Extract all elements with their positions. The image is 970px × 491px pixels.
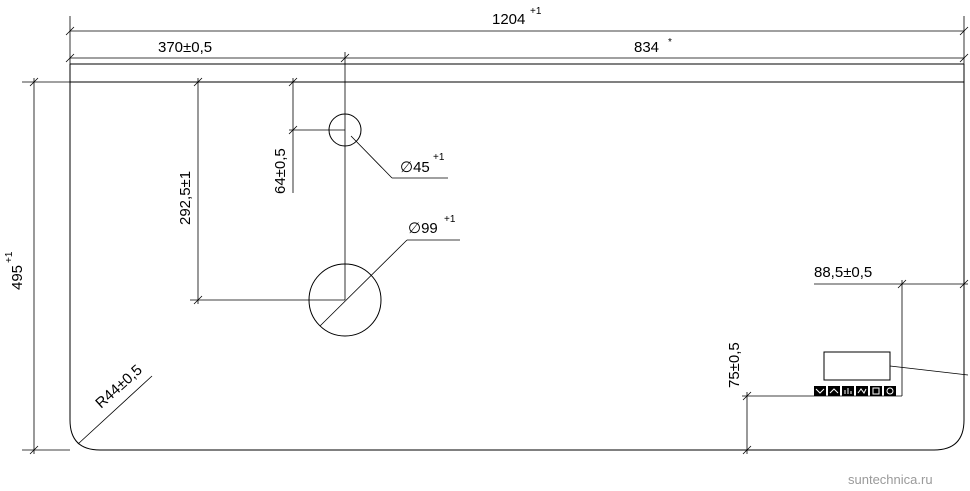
small-hole: ∅45 +1	[328, 113, 448, 179]
height-tolerance: +1	[4, 251, 15, 263]
overall-width-tolerance: +1	[530, 6, 542, 17]
right-offset-label: 834	[634, 39, 659, 56]
corner-radius-label: R44±0,5	[92, 361, 145, 412]
small-hole-diameter-tolerance: +1	[433, 152, 445, 163]
panel-offset-y-label: 75±0,5	[726, 342, 743, 388]
dimension-hole-position: 370±0,5 834 *	[65, 37, 969, 300]
height-label: 495	[9, 265, 26, 290]
small-hole-offset-label: 64±0,5	[272, 148, 289, 194]
countertop-outline	[69, 63, 965, 451]
left-offset-label: 370±0,5	[158, 39, 212, 56]
chevron-up-icon	[828, 386, 840, 396]
overall-width-label: 1204	[492, 11, 525, 28]
large-hole-diameter-tolerance: +1	[444, 214, 456, 225]
dimension-small-hole-offset: 64±0,5	[272, 77, 345, 194]
large-hole-offset-label: 292,5±1	[177, 171, 194, 225]
dimension-panel-offset-y: 75±0,5	[726, 342, 902, 455]
dimension-panel-offset-x: 88,5±0,5	[814, 264, 969, 396]
dimension-overall-width: 1204 +1	[65, 6, 969, 64]
watermark: suntechnica.ru	[848, 472, 933, 487]
corner-radius-callout: R44±0,5	[77, 361, 153, 445]
right-offset-mark: *	[668, 37, 672, 48]
large-hole-diameter-label: ∅99	[408, 220, 438, 237]
flow-icon	[856, 386, 868, 396]
small-hole-diameter-label: ∅45	[400, 159, 430, 176]
chevron-down-icon	[814, 386, 826, 396]
power-icon	[884, 386, 896, 396]
bars-icon	[842, 386, 854, 396]
square-icon	[870, 386, 882, 396]
control-panel	[814, 351, 969, 396]
panel-offset-x-label: 88,5±0,5	[814, 264, 872, 281]
panel-buttons	[814, 386, 896, 396]
dimension-large-hole-offset: 292,5±1	[177, 77, 345, 305]
dimension-height: 495 +1	[4, 77, 70, 455]
large-hole: ∅99 +1	[308, 214, 460, 337]
